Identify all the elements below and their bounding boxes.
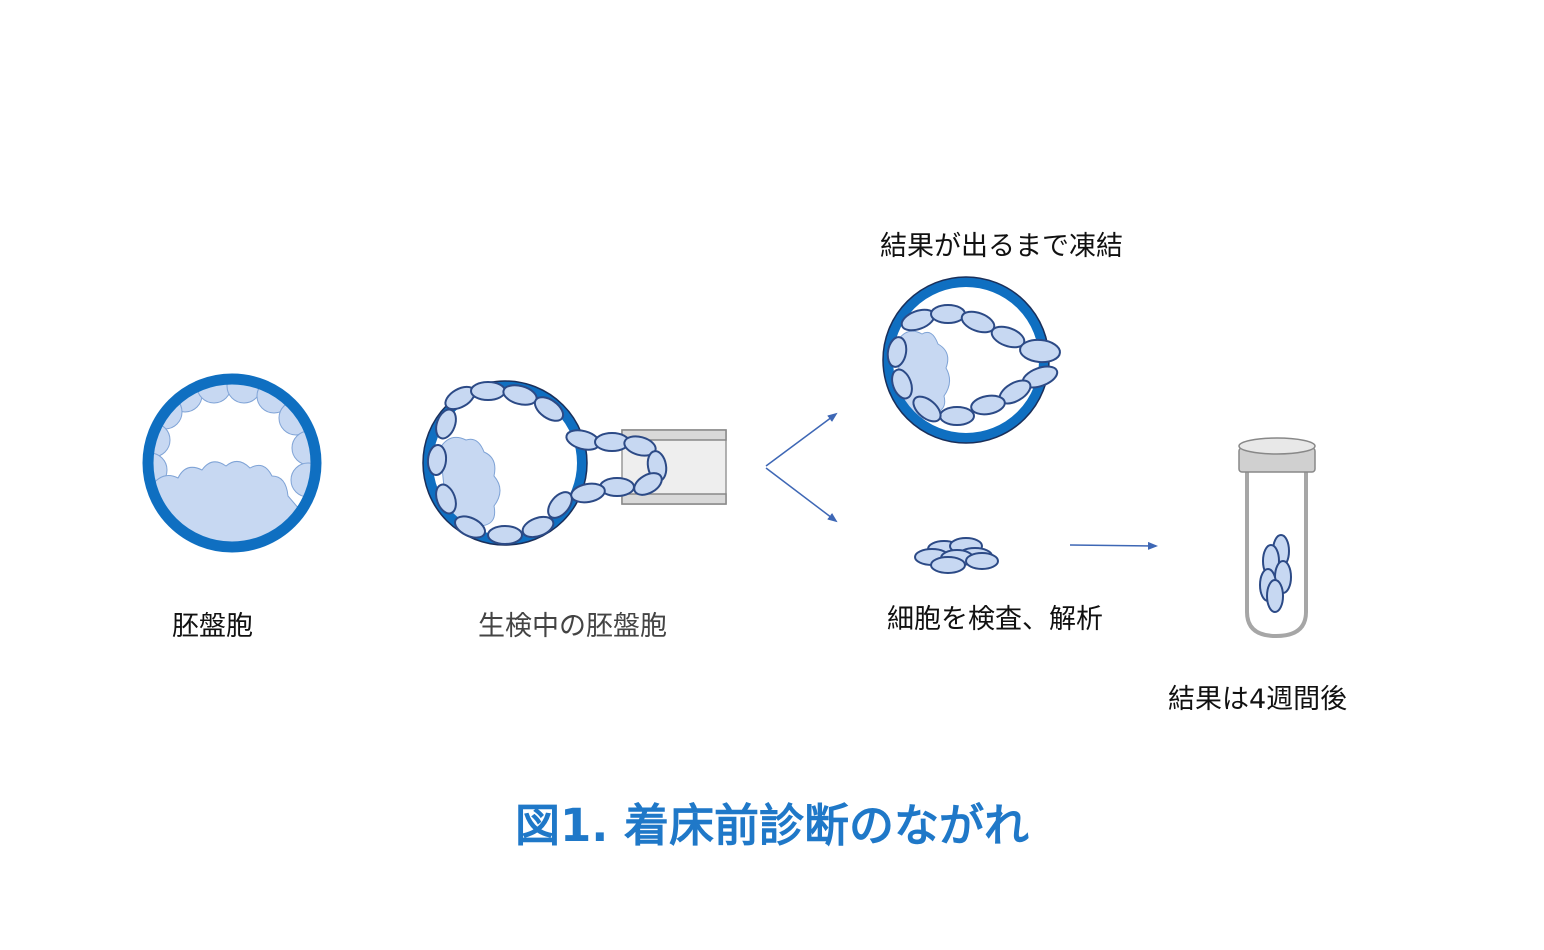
freeze-label: 結果が出るまで凍結: [880, 231, 1123, 262]
biopsied-cells-illustration: [914, 537, 999, 574]
test-tube-cap: [1238, 437, 1316, 473]
frozen-trophectoderm-cells: [886, 304, 1061, 426]
figure-title: 図1. 着床前診断のながれ: [514, 799, 1030, 852]
blastocyst-illustration: [142, 373, 322, 553]
analyze-label: 細胞を検査、解析: [887, 604, 1103, 635]
biopsy-trophectoderm-cells: [426, 381, 668, 545]
test-tube-illustration: [1238, 437, 1316, 639]
biopsy-label: 生検中の胚盤胞: [478, 611, 667, 642]
blastocyst-label: 胚盤胞: [172, 611, 253, 642]
test-tube-cells: [1259, 534, 1292, 613]
arrow-to-freeze: [765, 412, 838, 467]
arrow-to-analyze: [765, 467, 838, 523]
biopsy-illustration: [422, 380, 727, 546]
arrow-to-result: [1069, 541, 1158, 550]
branch-arrows: [765, 412, 1158, 550]
result-label: 結果は4週間後: [1168, 684, 1348, 715]
frozen-blastocyst-illustration: [882, 276, 1061, 444]
